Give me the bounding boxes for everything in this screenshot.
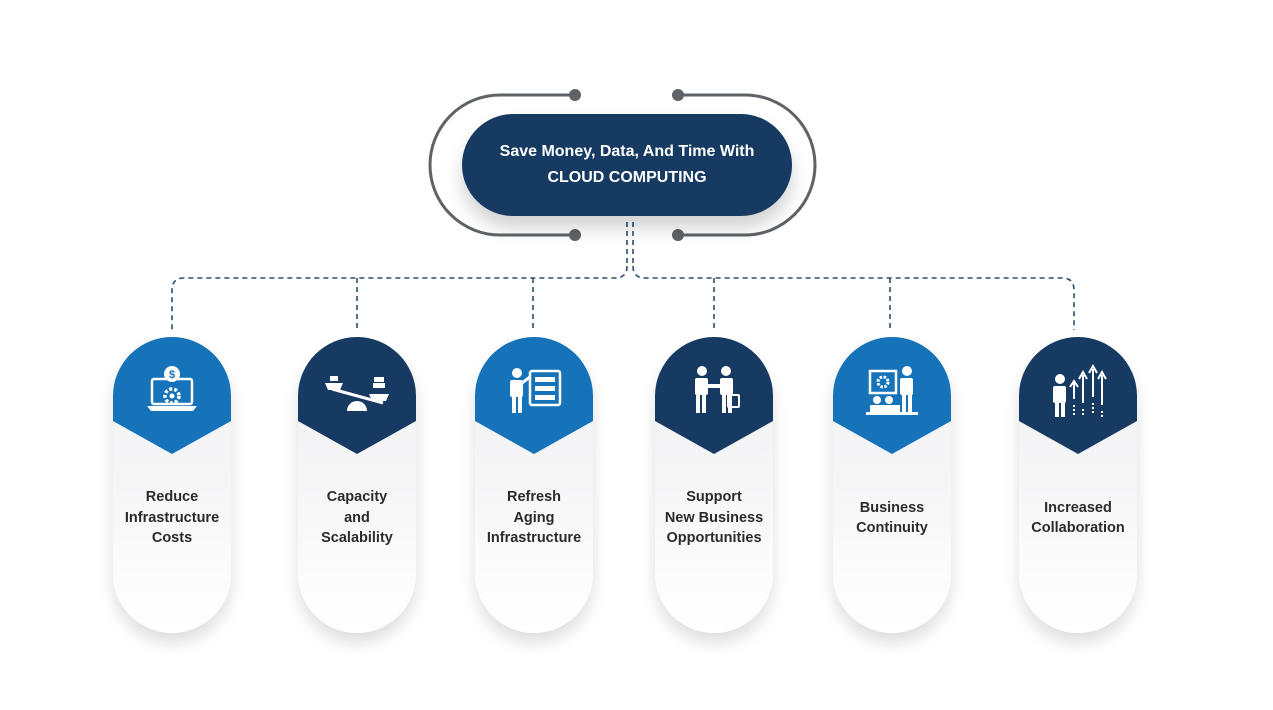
benefit-label-line: Increased	[1044, 499, 1112, 516]
person-growth-arrows-icon	[1053, 363, 1107, 417]
benefit-label-line: Capacity	[326, 489, 388, 506]
benefit-card-cap: $	[113, 337, 231, 454]
benefit-label-line: Infrastructure	[486, 530, 582, 547]
benefit-label-line: Aging	[513, 509, 555, 526]
ring-endpoint-dot	[672, 229, 684, 241]
hub-outer-ring-right	[678, 93, 817, 237]
benefit-label-line: Collaboration	[1031, 520, 1125, 536]
benefit-label-line: Costs	[151, 530, 193, 547]
ring-endpoint-dot	[569, 89, 581, 101]
benefit-label-line: Opportunities	[666, 530, 762, 547]
benefit-label-line: Refresh	[507, 489, 561, 506]
svg-text:$: $	[169, 369, 175, 381]
presenter-server-icon	[510, 368, 562, 413]
central-hub: Save Money, Data, And Time With CLOUD CO…	[462, 114, 792, 216]
benefit-label-line: Business	[859, 499, 925, 516]
benefit-card-cap	[298, 337, 416, 454]
dashed-tree-connectors	[171, 222, 1075, 330]
laptop-dollar-gear-icon: $	[147, 366, 197, 411]
meeting-presentation-icon	[866, 366, 918, 415]
balance-scale-icon	[325, 376, 389, 411]
ring-endpoint-dot	[672, 89, 684, 101]
hub-outer-ring-left	[428, 93, 575, 237]
benefit-label-line: Infrastructure	[124, 509, 220, 526]
benefit-label-line: Support	[686, 489, 742, 506]
benefit-card-cap	[475, 337, 593, 454]
ring-endpoint-dot	[569, 229, 581, 241]
hub-title-line-1: Save Money, Data, And Time With	[499, 143, 755, 160]
benefit-label-line: Continuity	[856, 520, 928, 536]
benefit-card-cap	[833, 337, 951, 454]
benefit-card-cap	[1019, 337, 1137, 454]
benefit-label-line: Scalability	[321, 530, 393, 547]
benefit-card-cap	[655, 337, 773, 454]
handshake-icon	[695, 366, 740, 413]
benefit-label-line: Reduce	[145, 489, 199, 506]
benefit-label-line: New Business	[664, 509, 764, 526]
benefit-label-line: and	[344, 509, 370, 526]
hub-title-line-2: CLOUD COMPUTING	[547, 169, 707, 186]
